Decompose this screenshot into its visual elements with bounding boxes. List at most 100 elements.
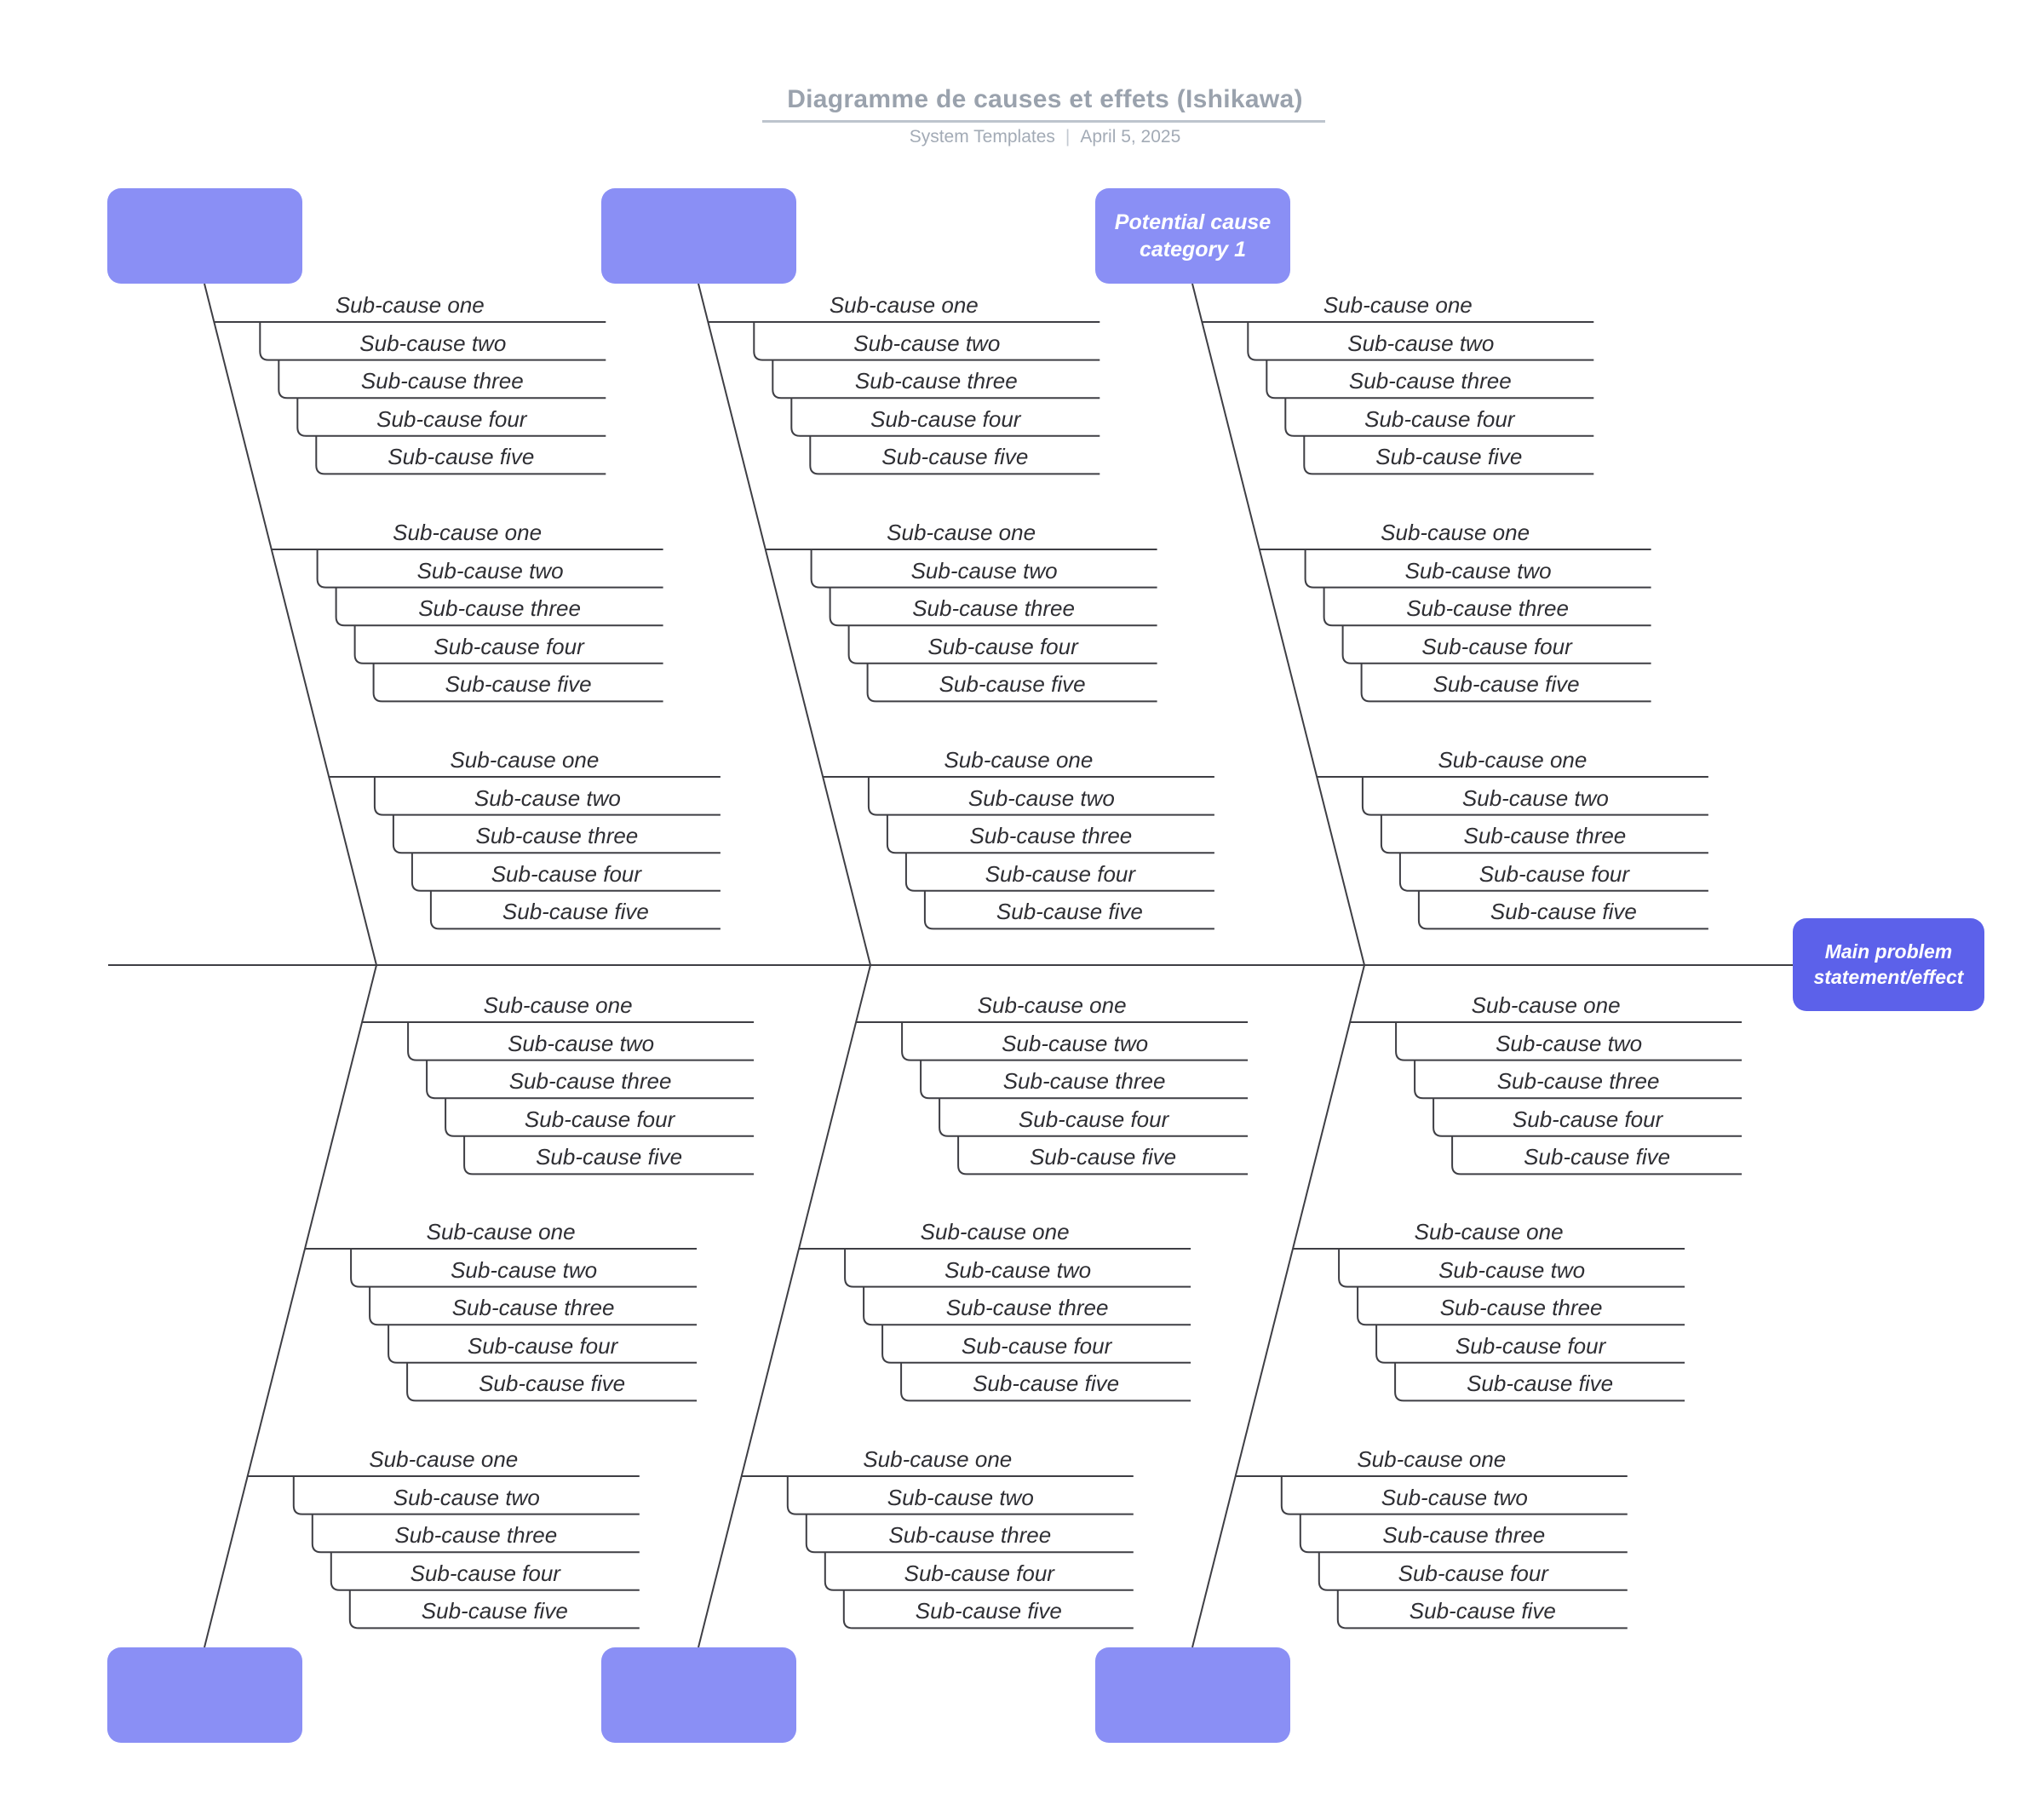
subcause-label[interactable]: Sub-cause four — [433, 633, 584, 659]
subcause-label[interactable]: Sub-cause two — [967, 785, 1115, 811]
subcause-label[interactable]: Sub-cause five — [915, 1598, 1062, 1624]
subcause-label[interactable]: Sub-cause two — [451, 1256, 598, 1283]
subcause-label[interactable]: Sub-cause three — [451, 1295, 615, 1321]
subcause-label[interactable]: Sub-cause three — [360, 368, 524, 394]
category-box-top-middle[interactable] — [601, 188, 796, 284]
subcause-label[interactable]: Sub-cause five — [939, 671, 1086, 698]
subcause-label[interactable]: Sub-cause four — [961, 1332, 1112, 1359]
subcause-label[interactable]: Sub-cause one — [1323, 292, 1473, 318]
subcause-label[interactable]: Sub-cause two — [910, 557, 1058, 583]
subcause-label[interactable]: Sub-cause one — [920, 1219, 1070, 1244]
subcause-label[interactable]: Sub-cause three — [1463, 823, 1627, 849]
subcause-label[interactable]: Sub-cause five — [996, 899, 1143, 925]
subcause-label[interactable]: Sub-cause one — [977, 992, 1127, 1018]
subcause-label[interactable]: Sub-cause four — [1018, 1106, 1169, 1132]
subcause-label[interactable]: Sub-cause one — [335, 292, 485, 318]
subcause-label[interactable]: Sub-cause two — [944, 1256, 1092, 1283]
subcause-label[interactable]: Sub-cause three — [418, 595, 581, 622]
subcause-label[interactable]: Sub-cause five — [1433, 671, 1580, 698]
subcause-label[interactable]: Sub-cause four — [491, 860, 642, 887]
subcause-label[interactable]: Sub-cause three — [394, 1522, 558, 1549]
subcause-label[interactable]: Sub-cause one — [829, 292, 979, 318]
subcause-label[interactable]: Sub-cause two — [474, 785, 621, 811]
subcause-label[interactable]: Sub-cause three — [854, 368, 1018, 394]
subcause-label[interactable]: Sub-cause three — [475, 823, 639, 849]
subcause-label[interactable]: Sub-cause one — [393, 520, 543, 545]
subcause-label[interactable]: Sub-cause one — [887, 520, 1036, 545]
subcause-label[interactable]: Sub-cause three — [969, 823, 1133, 849]
subcause-label[interactable]: Sub-cause two — [1002, 1030, 1149, 1056]
subcause-label[interactable]: Sub-cause one — [863, 1446, 1013, 1472]
subcause-label[interactable]: Sub-cause two — [1438, 1256, 1586, 1283]
subcause-label[interactable]: Sub-cause four — [904, 1560, 1054, 1586]
subcause-label[interactable]: Sub-cause five — [445, 671, 592, 698]
subcause-label[interactable]: Sub-cause two — [1461, 785, 1609, 811]
subcause-label[interactable]: Sub-cause three — [912, 595, 1075, 622]
subcause-label[interactable]: Sub-cause one — [1414, 1219, 1564, 1244]
subcause-label[interactable]: Sub-cause three — [1406, 595, 1569, 622]
subcause-label[interactable]: Sub-cause four — [376, 405, 527, 432]
subcause-label[interactable]: Sub-cause four — [870, 405, 1021, 432]
subcause-label[interactable]: Sub-cause four — [1421, 633, 1572, 659]
subcause-label[interactable]: Sub-cause one — [1381, 520, 1530, 545]
subcause-label[interactable]: Sub-cause three — [1002, 1068, 1166, 1095]
subcause-label[interactable]: Sub-cause two — [508, 1030, 655, 1056]
main-problem-box[interactable]: Main problem statement/effect — [1793, 918, 1984, 1011]
subcause-label[interactable]: Sub-cause three — [1496, 1068, 1660, 1095]
subcause-label[interactable]: Sub-cause two — [853, 330, 1001, 356]
category-box-bottom-right[interactable] — [1095, 1647, 1290, 1743]
subcause-label[interactable]: Sub-cause five — [1524, 1144, 1671, 1170]
subcause-label[interactable]: Sub-cause two — [393, 1484, 540, 1510]
subcause-label[interactable]: Sub-cause three — [1382, 1522, 1546, 1549]
category-box-top-right[interactable]: Potential cause category 1 — [1095, 188, 1290, 284]
subcause-label[interactable]: Sub-cause two — [1347, 330, 1495, 356]
subcause-label[interactable]: Sub-cause five — [479, 1371, 626, 1397]
subcause-label[interactable]: Sub-cause five — [421, 1598, 568, 1624]
subcause-label[interactable]: Sub-cause four — [467, 1332, 618, 1359]
subcause-label[interactable]: Sub-cause four — [985, 860, 1136, 887]
subcause-label[interactable]: Sub-cause one — [426, 1219, 576, 1244]
subcause-label[interactable]: Sub-cause five — [1409, 1598, 1556, 1624]
subcause-label[interactable]: Sub-cause four — [410, 1560, 560, 1586]
subcause-line — [292, 1476, 640, 1515]
subcause-label[interactable]: Sub-cause two — [416, 557, 564, 583]
subcause-label[interactable]: Sub-cause one — [1438, 747, 1588, 773]
subcause-label[interactable]: Sub-cause one — [483, 992, 633, 1018]
subcause-line — [810, 549, 1157, 589]
subcause-label[interactable]: Sub-cause four — [1512, 1106, 1663, 1132]
subcause-label[interactable]: Sub-cause four — [927, 633, 1078, 659]
subcause-label[interactable]: Sub-cause five — [502, 899, 649, 925]
subcause-label[interactable]: Sub-cause five — [973, 1371, 1120, 1397]
subcause-label[interactable]: Sub-cause two — [1404, 557, 1552, 583]
subcause-label[interactable]: Sub-cause one — [1357, 1446, 1507, 1472]
subcause-label[interactable]: Sub-cause five — [1490, 899, 1637, 925]
subcause-label[interactable]: Sub-cause five — [1375, 444, 1523, 470]
subcause-label[interactable]: Sub-cause two — [1381, 1484, 1528, 1510]
subcause-label[interactable]: Sub-cause five — [881, 444, 1029, 470]
subcause-label[interactable]: Sub-cause four — [1364, 405, 1515, 432]
subcause-label[interactable]: Sub-cause three — [945, 1295, 1109, 1321]
subcause-label[interactable]: Sub-cause three — [1439, 1295, 1603, 1321]
subcause-label[interactable]: Sub-cause four — [1478, 860, 1630, 887]
subcause-label[interactable]: Sub-cause five — [1467, 1371, 1614, 1397]
subcause-label[interactable]: Sub-cause three — [888, 1522, 1052, 1549]
category-box-bottom-left[interactable] — [107, 1647, 302, 1743]
subcause-label[interactable]: Sub-cause five — [388, 444, 535, 470]
subcause-label[interactable]: Sub-cause one — [450, 747, 600, 773]
category-box-bottom-middle[interactable] — [601, 1647, 796, 1743]
subcause-label[interactable]: Sub-cause two — [1496, 1030, 1643, 1056]
category-box-top-left[interactable] — [107, 188, 302, 284]
subcause-label[interactable]: Sub-cause one — [369, 1446, 519, 1472]
subcause-label[interactable]: Sub-cause two — [359, 330, 507, 356]
subcause-label[interactable]: Sub-cause five — [536, 1144, 683, 1170]
subcause-label[interactable]: Sub-cause four — [524, 1106, 675, 1132]
subcause-label[interactable]: Sub-cause two — [887, 1484, 1034, 1510]
subcause-label[interactable]: Sub-cause four — [1455, 1332, 1606, 1359]
subcause-label[interactable]: Sub-cause one — [1471, 992, 1621, 1018]
subcause-label[interactable]: Sub-cause four — [1398, 1560, 1548, 1586]
subcause-label[interactable]: Sub-cause three — [508, 1068, 672, 1095]
subcause-label[interactable]: Sub-cause one — [944, 747, 1094, 773]
subcause-label[interactable]: Sub-cause five — [1030, 1144, 1177, 1170]
subcause-label[interactable]: Sub-cause three — [1348, 368, 1512, 394]
